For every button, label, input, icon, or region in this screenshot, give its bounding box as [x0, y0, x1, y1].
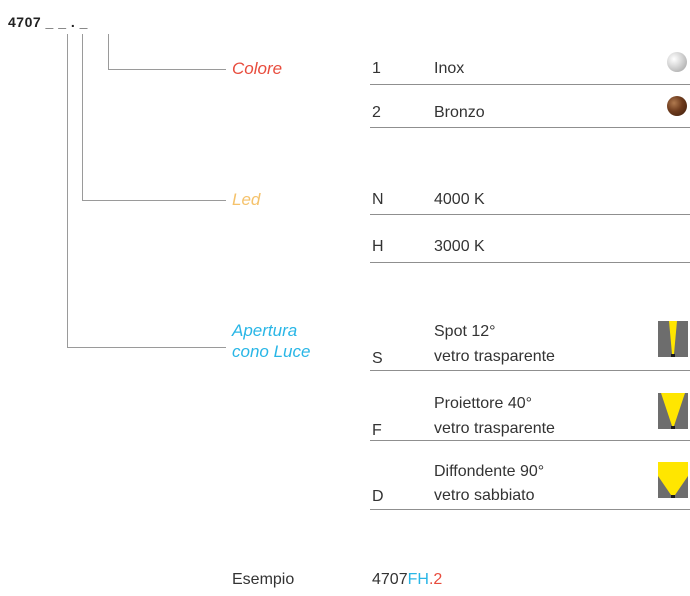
row-divider: [370, 262, 690, 263]
apertura-option-line2: vetro sabbiato: [434, 487, 535, 504]
connector-apertura-horizontal: [67, 347, 226, 348]
example-code-apertura: H: [417, 571, 429, 588]
product-code: 4707 _ _ . _: [8, 14, 88, 30]
category-colore: Colore: [232, 59, 283, 78]
apertura-option-code: S: [372, 350, 383, 367]
apertura-option-line1: Diffondente 90°: [434, 463, 545, 480]
row-divider: [370, 214, 690, 215]
row-divider: [370, 440, 690, 441]
example-code-dot: .: [428, 571, 434, 588]
narrow-beam-icon: [658, 321, 688, 357]
row-divider: [370, 127, 690, 128]
category-led: Led: [232, 190, 261, 209]
colore-option-code: 2: [372, 104, 381, 121]
bronze-sphere-icon: [667, 96, 687, 116]
apertura-option-line2: vetro trasparente: [434, 348, 555, 365]
example-code-colore: 2: [433, 571, 443, 588]
connector-led-vertical: [82, 34, 83, 200]
led-option-name: 4000 K: [434, 191, 485, 208]
row-divider: [370, 84, 690, 85]
apertura-option-line1: Proiettore 40°: [434, 395, 533, 412]
example-code: 4707FH.2: [372, 571, 442, 589]
row-divider: [370, 370, 690, 371]
example-label: Esempio: [232, 571, 295, 588]
connector-colore-horizontal: [108, 69, 226, 70]
colore-option-name: Bronzo: [434, 104, 485, 121]
apertura-option-code: D: [372, 488, 384, 505]
apertura-option-line1: Spot 12°: [434, 323, 496, 340]
category-apertura-line2: cono Luce: [232, 342, 311, 361]
apertura-option-code: F: [372, 422, 382, 439]
led-option-code: H: [372, 238, 384, 255]
colore-option-code: 1: [372, 60, 381, 77]
medium-beam-icon: [658, 393, 688, 429]
silver-sphere-icon: [667, 52, 687, 72]
connector-apertura-vertical: [67, 34, 68, 347]
colore-option-name: Inox: [434, 60, 465, 77]
connector-led-horizontal: [82, 200, 226, 201]
example-code-base: 4707: [372, 571, 408, 588]
category-apertura-line1: Apertura: [232, 321, 298, 340]
led-option-name: 3000 K: [434, 238, 485, 255]
connector-colore-vertical: [108, 34, 109, 69]
led-option-code: N: [372, 191, 384, 208]
wide-beam-icon: [658, 462, 688, 498]
example-code-led: F: [407, 571, 418, 588]
row-divider: [370, 509, 690, 510]
apertura-option-line2: vetro trasparente: [434, 420, 555, 437]
